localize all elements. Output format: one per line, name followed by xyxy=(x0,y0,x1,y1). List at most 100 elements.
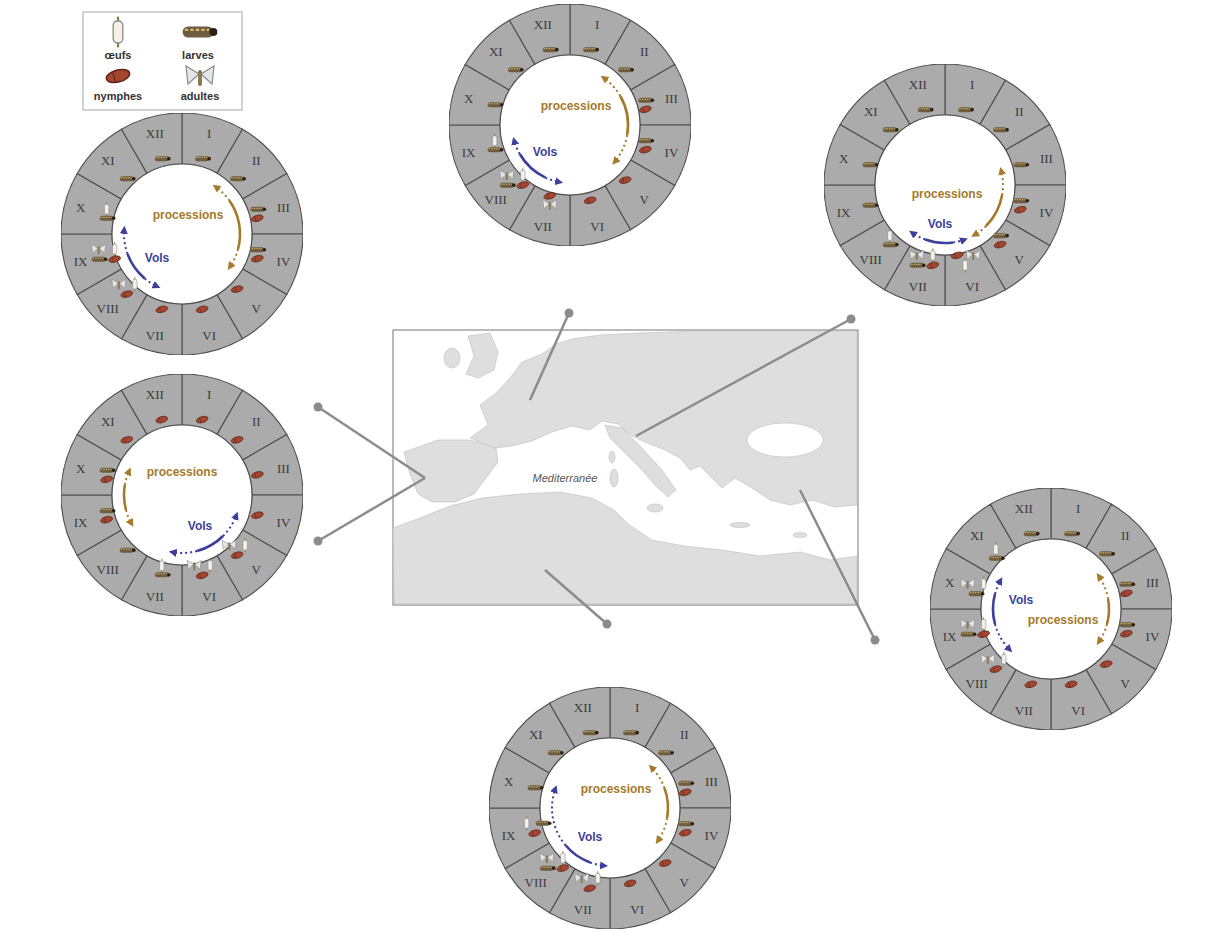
period-arc-dotted xyxy=(658,818,668,841)
larva-icon xyxy=(961,632,977,637)
larva-body xyxy=(155,156,169,161)
larva-stripe xyxy=(619,68,630,69)
larva-icon xyxy=(230,176,246,181)
larva-head xyxy=(1026,199,1030,203)
egg-icon xyxy=(596,871,600,885)
period-label: Vols xyxy=(1009,594,1033,608)
larva-stripe xyxy=(994,234,1005,235)
larva-head xyxy=(555,48,559,52)
month-number: VII xyxy=(1015,704,1033,719)
ireland-land xyxy=(444,348,460,368)
pupa-body xyxy=(231,551,244,560)
pupa-shape xyxy=(196,571,209,580)
period-arc-solid xyxy=(986,195,1002,226)
month-cell: IX xyxy=(835,202,853,222)
larva-body xyxy=(618,67,632,72)
larva-icon xyxy=(658,750,674,755)
larva-head xyxy=(895,128,899,132)
month-cell: VII xyxy=(1013,700,1035,720)
inner-circle xyxy=(112,425,252,565)
larva-stripe xyxy=(101,509,112,510)
pupa-shape xyxy=(100,515,113,524)
month-cell: VIII xyxy=(964,673,990,693)
month-number: I xyxy=(207,127,211,142)
italy-land xyxy=(605,425,676,497)
month-number: V xyxy=(252,302,261,317)
pupa-body xyxy=(659,859,672,868)
moth-wing xyxy=(99,244,106,253)
pupa-shape xyxy=(196,305,209,314)
wheel-group xyxy=(449,4,691,246)
larva-icon xyxy=(638,98,654,103)
legend-label: adultes xyxy=(181,90,220,103)
pupa-icon xyxy=(231,285,244,294)
month-number: I xyxy=(970,78,974,93)
larva-icon xyxy=(883,127,899,132)
month-number: II xyxy=(1015,105,1024,120)
adult-icon xyxy=(500,170,514,180)
month-cell: XI xyxy=(487,41,505,61)
month-number: I xyxy=(635,701,639,716)
pupa-shape xyxy=(1024,680,1037,689)
larva-head xyxy=(167,573,171,577)
larva-icon xyxy=(120,176,136,181)
wheel-group xyxy=(930,488,1172,730)
larva-icon xyxy=(863,162,879,167)
month-cell: VIII xyxy=(95,298,121,318)
pupa-icon xyxy=(659,859,672,868)
month-number: III xyxy=(1146,576,1159,591)
pupa-body xyxy=(1014,205,1027,214)
month-number: XI xyxy=(864,105,878,120)
adult-icon xyxy=(186,66,214,86)
pupa-ring xyxy=(993,667,994,672)
pupa-body xyxy=(583,884,596,893)
larva-head xyxy=(651,99,655,103)
larva-body xyxy=(961,632,975,637)
larva-stripe xyxy=(549,751,560,752)
leader-dots xyxy=(314,309,880,645)
legend-label: œufs xyxy=(105,49,132,62)
month-cell: V xyxy=(250,298,263,318)
calendar-wheel: processionsVolsIIIIIIIVVVIVIIVIIIIXXXIXI… xyxy=(824,64,1066,306)
month-cell: V xyxy=(1013,249,1026,269)
larva-body xyxy=(250,247,264,252)
month-cell: II xyxy=(638,41,651,61)
pupa-shape xyxy=(120,290,133,299)
month-number: VII xyxy=(534,220,552,235)
larva-head xyxy=(635,731,639,735)
black-sea xyxy=(747,423,823,457)
larva-head xyxy=(1026,163,1030,167)
pupa-body xyxy=(196,305,209,314)
larva-body xyxy=(989,556,1003,561)
moth-wing xyxy=(910,250,917,259)
month-cell: IX xyxy=(72,251,90,271)
moth-wing xyxy=(547,853,554,862)
pupa-body xyxy=(231,435,244,444)
pupa-icon xyxy=(528,829,541,838)
pupa-icon xyxy=(989,665,1002,674)
period-arc-dotted xyxy=(590,863,605,866)
month-cell: VII xyxy=(532,216,554,236)
month-number: VIII xyxy=(860,253,882,268)
larva-stripe xyxy=(509,68,520,69)
month-number: XII xyxy=(146,388,164,403)
adult-icon xyxy=(540,853,554,863)
larva-icon xyxy=(1119,622,1135,627)
larva-stripe xyxy=(121,177,132,178)
moth-body xyxy=(549,202,551,210)
pupa-body xyxy=(639,105,652,114)
larva-stripe xyxy=(1065,532,1076,533)
egg-icon xyxy=(981,577,985,591)
month-cell: X xyxy=(943,572,956,592)
moth-body xyxy=(506,172,508,180)
month-number: VI xyxy=(202,329,216,344)
moth-wing xyxy=(966,250,973,259)
egg-icon xyxy=(492,134,496,148)
pupa-shape xyxy=(516,181,529,190)
month-cell: IX xyxy=(500,825,518,845)
pupa-body xyxy=(196,415,209,424)
moth-wing xyxy=(92,244,99,253)
month-number: VI xyxy=(630,903,644,918)
larva-stripe xyxy=(489,103,500,104)
